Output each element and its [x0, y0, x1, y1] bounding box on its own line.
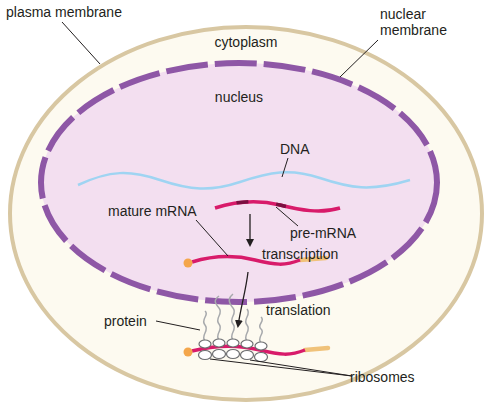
protein-chain	[229, 294, 234, 340]
leader-line	[196, 220, 228, 256]
part-label: protein	[104, 313, 184, 329]
ribosome-large	[241, 340, 253, 348]
protein-chain	[215, 296, 220, 340]
part-label: transcription	[262, 246, 372, 262]
protein-chain	[204, 311, 207, 341]
pre-mrna-strand	[215, 202, 340, 211]
part-label: translation	[266, 302, 366, 318]
part-label: ribosomes	[350, 369, 450, 385]
protein-chain	[260, 317, 263, 343]
five-prime-cap	[184, 348, 193, 357]
leader-line	[210, 359, 352, 376]
part-label: nuclear membrane	[380, 6, 458, 38]
leader-line	[156, 321, 200, 330]
leader-line	[282, 158, 288, 177]
leader-line	[340, 40, 378, 77]
ribosome-large	[213, 339, 225, 347]
part-label: DNA	[280, 141, 340, 157]
poly-a-tail	[305, 348, 328, 350]
protein-chains	[204, 294, 263, 343]
ribosome-large	[199, 340, 211, 348]
dna-strand	[78, 172, 410, 188]
ribosome-small	[241, 351, 254, 360]
part-label: pre-mRNA	[290, 225, 380, 241]
ribosome-small	[199, 351, 212, 360]
leader-line	[62, 22, 100, 64]
ribosome-small	[255, 353, 268, 362]
process-arrow	[249, 214, 250, 245]
ribosome-small	[213, 350, 226, 359]
ribosome-large	[255, 342, 267, 350]
ribosome-small	[227, 350, 240, 359]
cell-ellipse	[10, 27, 482, 400]
leader-line	[250, 360, 352, 376]
leader-line	[276, 207, 298, 226]
part-label: mature mRNA	[108, 203, 218, 219]
ribosome-large	[227, 339, 239, 347]
compartment-label: nucleus	[38, 89, 440, 105]
ribosome-group	[199, 339, 268, 362]
leader-lines	[62, 22, 378, 376]
protein-chain	[246, 309, 249, 341]
intron-segments	[215, 202, 340, 211]
part-label: plasma membrane	[6, 4, 136, 20]
five-prime-cap	[184, 259, 193, 268]
